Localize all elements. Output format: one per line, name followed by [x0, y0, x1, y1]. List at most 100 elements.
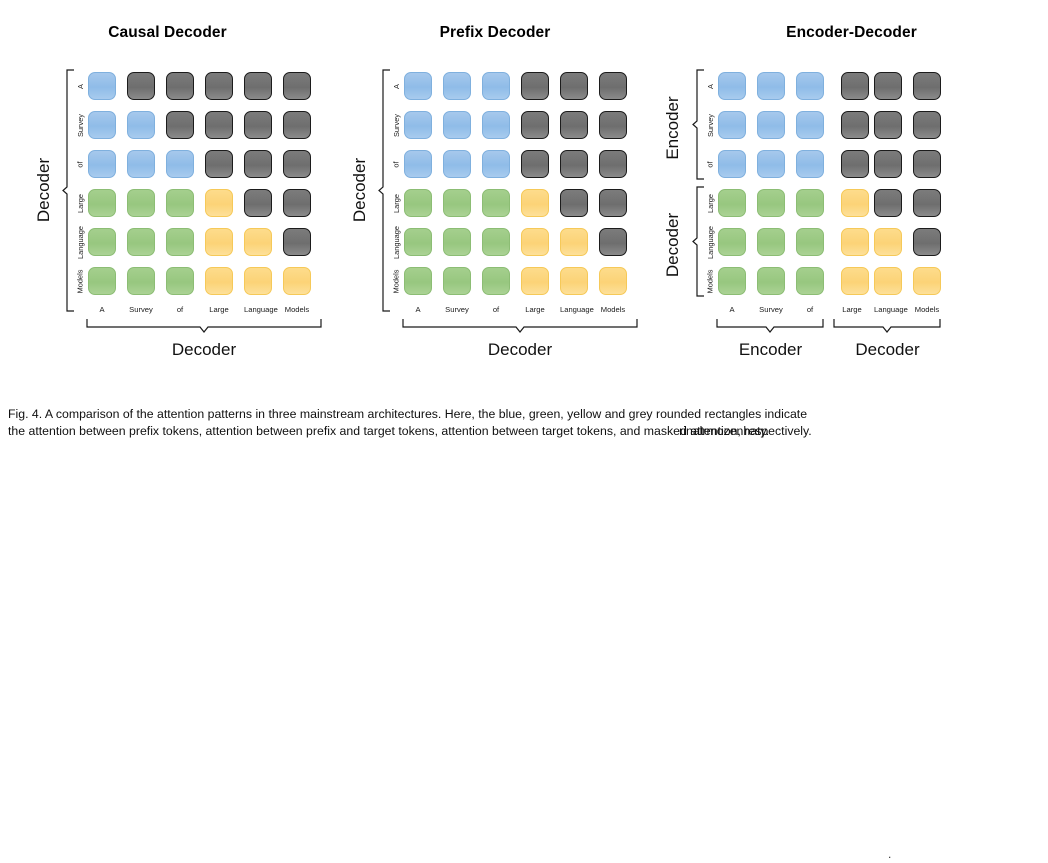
caption-stray-dot: . [888, 847, 892, 861]
column-label: of [806, 305, 814, 314]
column-label: of [492, 305, 500, 314]
caption-line-2-text: the attention between prefix tokens, att… [8, 423, 674, 438]
attention-cell [482, 72, 510, 100]
col-group-bracket-decoder [832, 318, 943, 334]
row-group-bracket-decoder [692, 185, 706, 299]
row-label: A [391, 83, 401, 89]
column-label: Large [842, 305, 862, 314]
attention-cell [205, 72, 233, 100]
row-label: Survey [391, 113, 401, 137]
col-group-label-decoder: Decoder [171, 340, 237, 359]
attention-cell [166, 267, 194, 295]
column-label: A [729, 305, 735, 314]
row-label: Large [75, 193, 85, 213]
panel-encoder-decoder: Encoder-Decoder Encoder Decoder A Survey o… [655, 0, 1048, 380]
attention-cell [244, 228, 272, 256]
attention-cell [283, 228, 311, 256]
attention-cell [166, 150, 194, 178]
attention-cell [205, 189, 233, 217]
attention-cell [560, 189, 588, 217]
column-label: Language [874, 305, 908, 314]
attention-cell [205, 111, 233, 139]
caption-overlapped-text: ed attention, respectively. rinalrmozenh… [673, 423, 833, 439]
attention-cell [521, 111, 549, 139]
attention-cell [127, 228, 155, 256]
attention-cell [599, 228, 627, 256]
attention-cell [560, 111, 588, 139]
attention-cell [88, 228, 116, 256]
col-group-label-decoder: Decoder [855, 340, 920, 359]
attention-cell [560, 72, 588, 100]
row-label: Survey [705, 113, 715, 137]
attention-cell [560, 267, 588, 295]
attention-cell [166, 228, 194, 256]
attention-cell [796, 267, 824, 295]
row-label: A [75, 83, 85, 89]
attention-cell [521, 267, 549, 295]
attention-cell [757, 228, 785, 256]
attention-cell [599, 189, 627, 217]
attention-cell [718, 189, 746, 217]
col-group-bracket-decoder [401, 318, 639, 334]
attention-cell [521, 228, 549, 256]
attention-cell [482, 189, 510, 217]
attention-cell [796, 111, 824, 139]
column-label: Survey [129, 305, 153, 314]
row-label: of [391, 160, 401, 168]
panel-title: Encoder-Decoder [786, 24, 917, 41]
attention-cell [166, 72, 194, 100]
row-group-label-decoder: Decoder [663, 212, 682, 278]
attention-cell [521, 150, 549, 178]
attention-cell [913, 189, 941, 217]
row-group-label-decoder: Decoder [34, 157, 53, 223]
attention-cell [443, 228, 471, 256]
attention-cell [283, 111, 311, 139]
attention-cell [443, 189, 471, 217]
row-label: Large [391, 193, 401, 213]
attention-cell [127, 267, 155, 295]
attention-cell [88, 111, 116, 139]
attention-cell [244, 267, 272, 295]
attention-cell [404, 72, 432, 100]
attention-cell [796, 189, 824, 217]
attention-cell [88, 150, 116, 178]
attention-cell [913, 228, 941, 256]
panel-title: Prefix Decoder [439, 24, 551, 41]
row-label: Large [705, 193, 715, 213]
attention-cell [874, 72, 902, 100]
caption-overlap-b: rinalrmozenhaty. [679, 423, 770, 438]
caption-line-1: Fig. 4. A comparison of the attention pa… [8, 407, 808, 421]
attention-cell [166, 189, 194, 217]
col-group-label-decoder: Decoder [487, 340, 553, 359]
row-label: of [75, 160, 85, 168]
attention-cell [88, 189, 116, 217]
attention-cell [913, 111, 941, 139]
row-label: Language [391, 225, 401, 259]
attention-cell [127, 189, 155, 217]
column-label: Language [560, 305, 594, 314]
row-label: Models [75, 269, 85, 293]
row-group-bracket-encoder [692, 68, 706, 182]
attention-cell [718, 150, 746, 178]
attention-cell [482, 150, 510, 178]
attention-cell [244, 72, 272, 100]
row-group-label-encoder: Encoder [663, 96, 682, 160]
attention-cell [874, 111, 902, 139]
attention-cell [482, 111, 510, 139]
attention-cell [404, 189, 432, 217]
attention-cell [521, 189, 549, 217]
col-group-bracket-encoder [715, 318, 826, 334]
attention-cell [718, 228, 746, 256]
figure-caption: Fig. 4. A comparison of the attention pa… [8, 406, 1040, 861]
row-label: Language [705, 225, 715, 259]
attention-cell [599, 111, 627, 139]
attention-cell [404, 111, 432, 139]
col-group-bracket-decoder [85, 318, 323, 334]
attention-cell [599, 72, 627, 100]
